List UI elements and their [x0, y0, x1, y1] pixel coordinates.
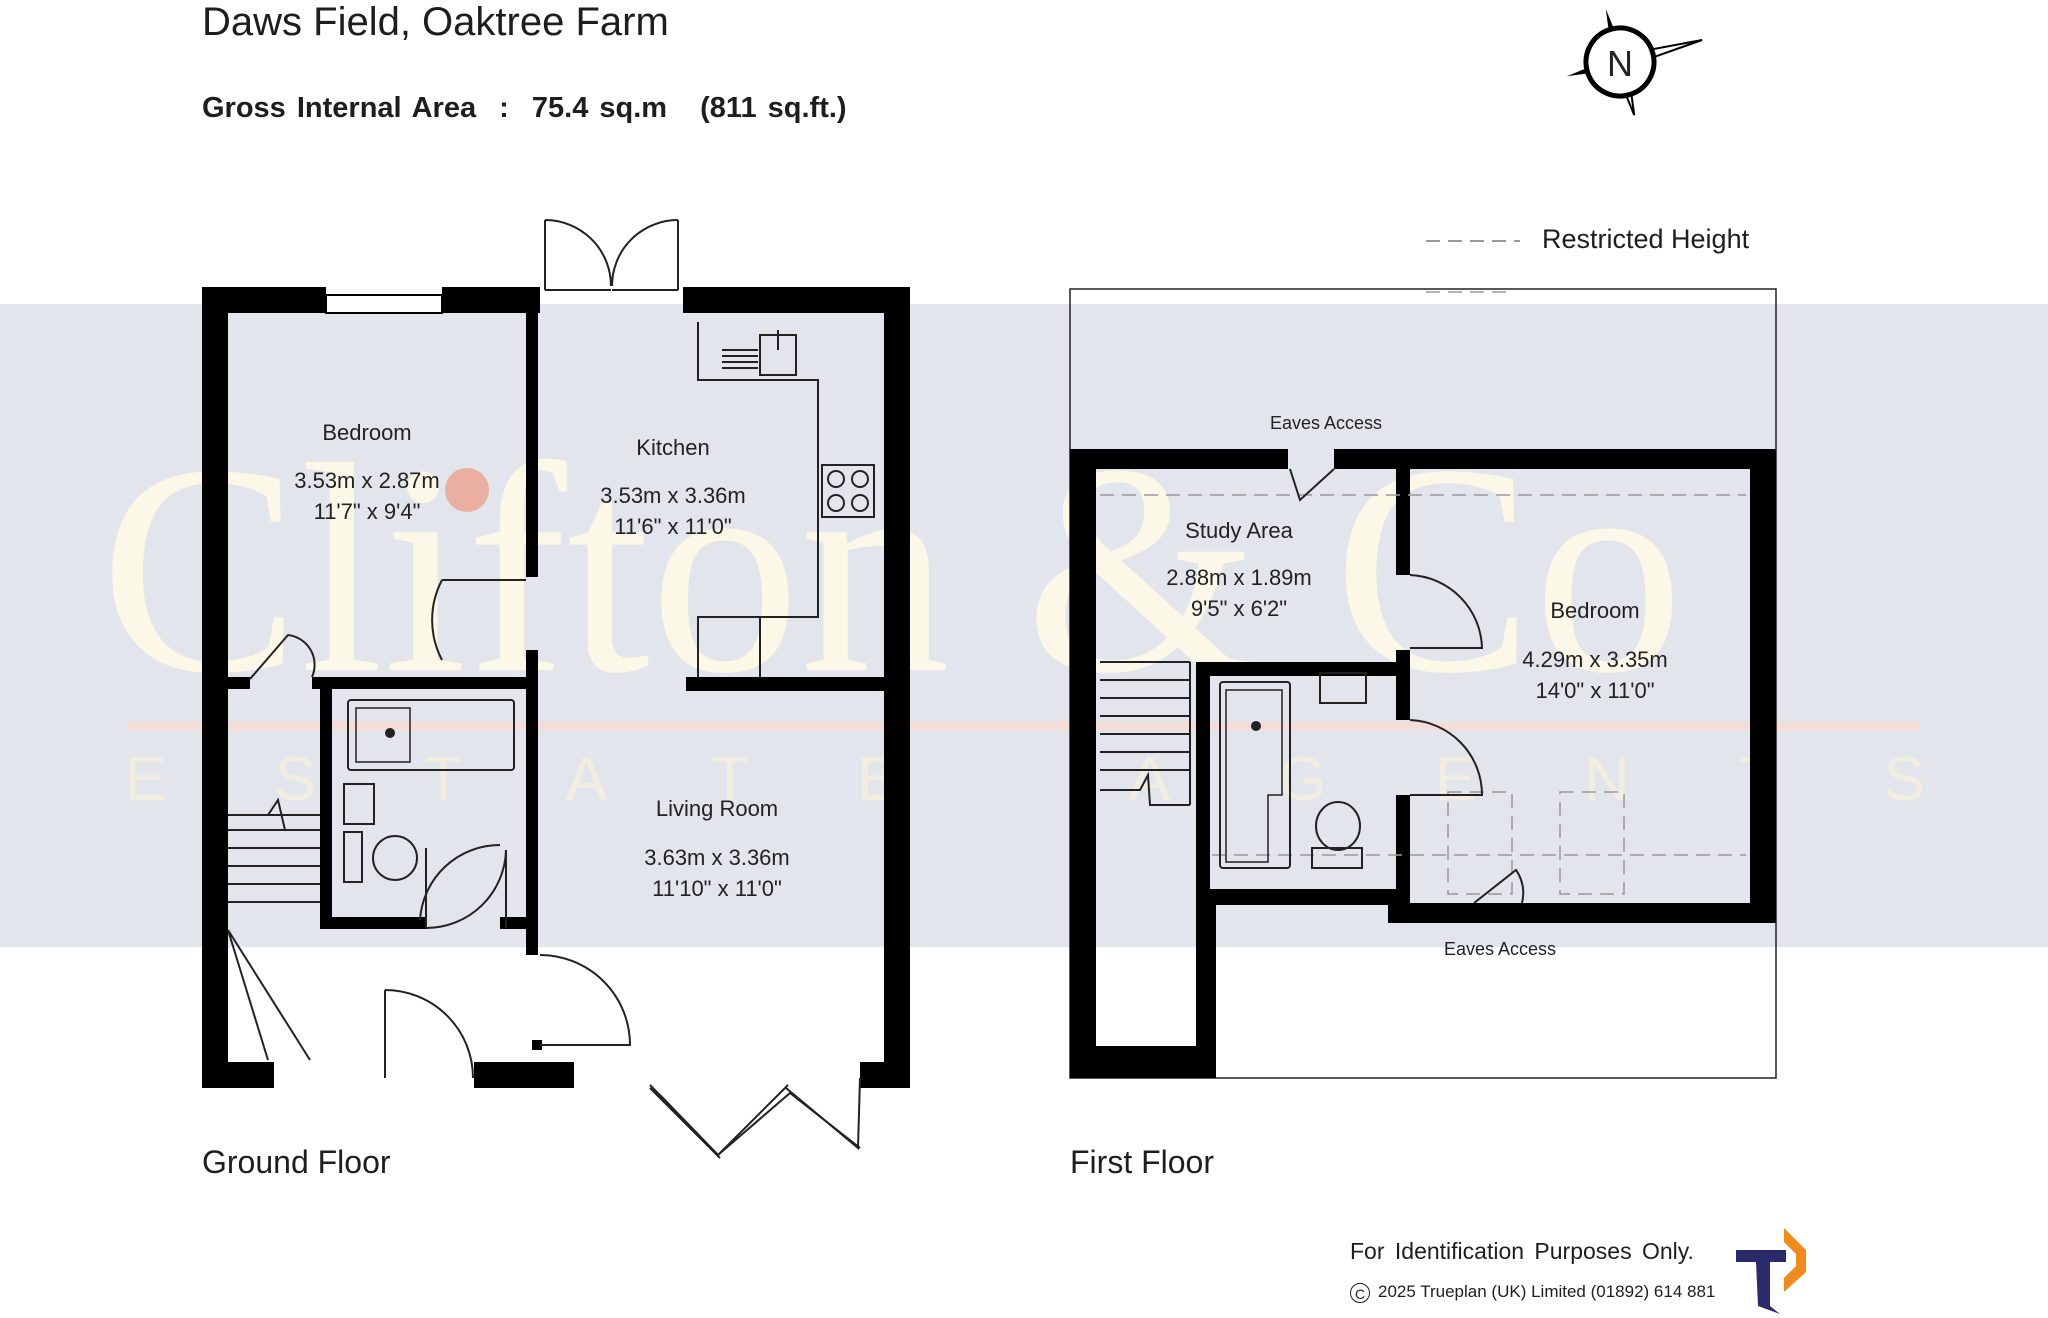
first-floor-label: First Floor: [1070, 1144, 1214, 1180]
ff-bedroom-name: Bedroom: [1550, 598, 1639, 623]
gf-kitchen-imperial: 11'6" x 11'0": [614, 514, 731, 539]
gf-bedroom-metric: 3.53m x 2.87m: [294, 468, 440, 493]
compass-icon: [1566, 8, 1703, 116]
copyright: C 2025 Trueplan (UK) Limited (01892) 614 …: [1350, 1282, 1715, 1303]
first-floor-plan: Eaves Access Eaves Access Study Area 2.8…: [1069, 240, 1777, 1079]
gia-sqm: 75.4 sq.m: [531, 92, 668, 124]
ff-study-imperial: 9'5" x 6'2": [1191, 596, 1287, 621]
gia-separator: :: [499, 92, 509, 124]
gia-label: Gross Internal Area: [202, 92, 477, 124]
copyright-text: 2025 Trueplan (UK) Limited (01892) 614 8…: [1378, 1282, 1716, 1301]
ff-study-name: Study Area: [1185, 518, 1293, 543]
page-title: Daws Field, Oaktree Farm: [202, 0, 669, 44]
gf-kitchen-name: Kitchen: [636, 435, 709, 460]
disclaimer: For Identification Purposes Only.: [1350, 1238, 1694, 1264]
gf-bedroom-name: Bedroom: [322, 420, 411, 445]
gf-living-metric: 3.63m x 3.36m: [644, 845, 790, 870]
ff-bedroom-metric: 4.29m x 3.35m: [1522, 647, 1668, 672]
gf-living-imperial: 11'10" x 11'0": [652, 876, 782, 901]
ff-study-metric: 2.88m x 1.89m: [1166, 565, 1312, 590]
gross-internal-area: Gross Internal Area : 75.4 sq.m (811 sq.…: [202, 92, 847, 125]
ground-floor-label: Ground Floor: [202, 1144, 391, 1180]
gf-bedroom-imperial: 11'7" x 9'4": [314, 499, 421, 524]
gf-living-name: Living Room: [656, 796, 778, 821]
gf-kitchen-metric: 3.53m x 3.36m: [600, 483, 746, 508]
copyright-symbol: C: [1350, 1283, 1370, 1303]
legend-restricted-height: Restricted Height: [1542, 224, 1750, 254]
compass-letter: N: [1607, 43, 1633, 84]
ground-floor-plan: Bedroom 3.53m x 2.87m 11'7" x 9'4" Kitch…: [202, 219, 910, 1159]
trueplan-logo: [1736, 1228, 1806, 1314]
ff-eaves-bottom: Eaves Access: [1444, 939, 1556, 959]
background-band: [0, 304, 2048, 947]
gia-sqft: (811 sq.ft.): [700, 92, 847, 124]
ff-bedroom-imperial: 14'0" x 11'0": [1535, 678, 1654, 703]
ff-eaves-top: Eaves Access: [1270, 413, 1382, 433]
